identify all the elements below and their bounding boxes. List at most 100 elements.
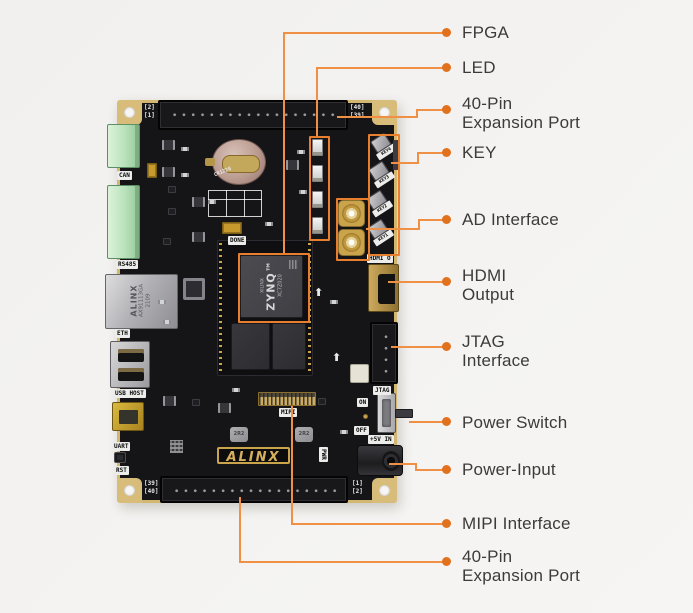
- expansion-port-bottom: [160, 476, 348, 503]
- transistor: [168, 186, 176, 193]
- callout-line-led: [316, 67, 318, 136]
- resistor: [297, 150, 305, 154]
- silkscreen-jtag: JTAG: [373, 386, 392, 395]
- callout-line-expansion-top: [416, 109, 443, 111]
- callout-line-expansion-top: [416, 109, 418, 118]
- ad-highlight-box: [336, 198, 370, 261]
- callout-line-fpga: [283, 32, 285, 253]
- transistor: [163, 238, 171, 245]
- ddr-memory-chip: [231, 323, 270, 370]
- silkscreen-eth: ETH: [115, 329, 130, 338]
- resistor: [181, 173, 189, 177]
- resistor: [181, 147, 189, 151]
- callout-line-ad: [418, 219, 443, 221]
- fpga-highlight-box: [238, 253, 310, 323]
- resistor: [232, 388, 240, 392]
- inductor: 2R2: [230, 427, 248, 442]
- edge-tab: [393, 140, 400, 170]
- resistor: [158, 300, 166, 304]
- transistor: [318, 398, 326, 405]
- callout-dot-hdmi: [442, 277, 451, 286]
- led: [312, 165, 323, 182]
- callout-label-jtag: JTAG Interface: [462, 332, 530, 370]
- callout-dot-expansion-top: [442, 105, 451, 114]
- callout-label-ad: AD Interface: [462, 210, 559, 229]
- silkscreen-rst: RST: [114, 466, 129, 475]
- silkscreen-hdmi: HDMI O: [367, 254, 393, 263]
- callout-label-hdmi: HDMI Output: [462, 266, 515, 304]
- ic-chip: [192, 232, 205, 242]
- resistor: [163, 320, 171, 324]
- callout-dot-expansion-bottom: [442, 557, 451, 566]
- alinx-logo: ALINX: [217, 447, 290, 465]
- callout-dot-power-input: [442, 465, 451, 474]
- hdmi-port: [368, 264, 399, 312]
- silkscreen-pwr: PWR: [319, 447, 328, 462]
- callout-line-power-input: [389, 463, 416, 465]
- arrow-mark: ⬆: [332, 351, 342, 364]
- eth-brand-text: ALINX: [129, 284, 139, 317]
- callout-dot-jtag: [442, 342, 451, 351]
- silkscreen-rs485: RS485: [116, 260, 139, 269]
- callout-label-power-switch: Power Switch: [462, 413, 568, 432]
- callout-line-expansion-top: [337, 116, 418, 118]
- fpga-chip: XILINX ZYNQ™ XC7Z020: [240, 255, 303, 318]
- jtag-header: [370, 322, 398, 384]
- resistor: [340, 430, 348, 434]
- callout-label-mipi: MIPI Interface: [462, 514, 571, 533]
- silkscreen-on: ON: [357, 398, 369, 407]
- inductor: 2R2: [295, 427, 313, 442]
- resistor: [330, 300, 338, 304]
- transistor: [168, 208, 176, 215]
- mipi-connector: [258, 392, 316, 406]
- callout-line-key: [417, 152, 443, 154]
- callout-line-jtag: [391, 346, 443, 348]
- callout-dot-mipi: [442, 519, 451, 528]
- ic-chip: [162, 167, 175, 177]
- callout-label-expansion-top: 40-Pin Expansion Port: [462, 94, 581, 132]
- resistor: [299, 190, 307, 194]
- callout-line-key: [417, 152, 419, 164]
- callout-dot-key: [442, 148, 451, 157]
- uart-mini-usb-port: [112, 402, 144, 431]
- usb-host-port: [110, 341, 150, 388]
- callout-line-expansion-bottom: [239, 561, 443, 563]
- coin-battery-holder: [205, 139, 266, 185]
- callout-line-hdmi: [388, 281, 443, 283]
- callout-label-fpga: FPGA: [462, 23, 510, 42]
- jumper-cap: [147, 163, 157, 178]
- silkscreen-pin-numbers: [39] [40]: [144, 480, 159, 495]
- ic-chip: [218, 403, 231, 413]
- ic-chip-qfp: [183, 278, 205, 300]
- callout-line-led: [316, 67, 443, 69]
- silkscreen-usb-host: USB HOST: [113, 389, 146, 398]
- callout-dot-power-switch: [442, 417, 451, 426]
- rs485-terminal-block: [107, 185, 140, 259]
- sma-connector: [338, 229, 365, 256]
- callout-dot-ad: [442, 215, 451, 224]
- silkscreen-uart: UART: [112, 442, 131, 451]
- silkscreen-pin-numbers: [2] [1]: [144, 104, 155, 119]
- led-highlight-box: [309, 136, 330, 241]
- silkscreen-5v-in: +5V IN: [368, 435, 394, 444]
- ic-chip: [162, 140, 175, 150]
- callout-line-power-input: [415, 469, 443, 471]
- callout-dot-led: [442, 63, 451, 72]
- led: [312, 217, 323, 234]
- silkscreen-done: DONE: [228, 236, 247, 245]
- callout-line-mipi: [291, 406, 293, 525]
- white-connector: [350, 364, 369, 383]
- reset-button: [114, 452, 126, 463]
- silkscreen-can: CAN: [117, 171, 132, 180]
- mounting-hole: [117, 100, 142, 125]
- silkscreen-pin-numbers: [40] [39]: [350, 104, 365, 119]
- can-terminal-block: [107, 124, 140, 168]
- silkscreen-jumper-table: [208, 190, 262, 217]
- eth-date-text: 2109: [145, 293, 152, 308]
- callout-label-key: KEY: [462, 143, 497, 162]
- mounting-hole: [372, 478, 397, 503]
- power-switch-knob: [395, 409, 413, 418]
- resistor: [208, 200, 216, 204]
- key-highlight-box: [368, 134, 400, 256]
